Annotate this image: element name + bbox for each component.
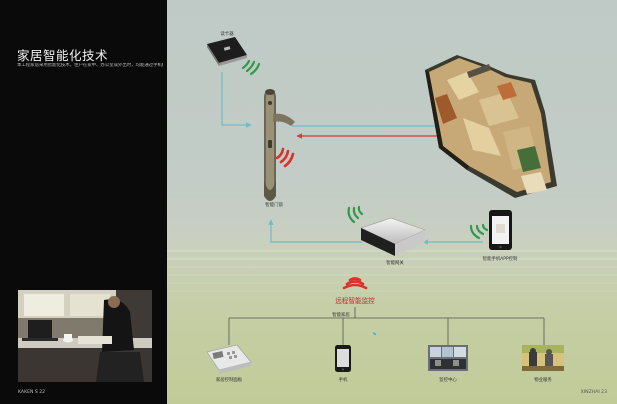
wifi-signal-icon (342, 277, 368, 290)
office-photo-illustration (18, 290, 152, 382)
smartphone-icon (335, 345, 351, 372)
phone-label: 手机 (339, 376, 348, 383)
gateway-icon (360, 217, 426, 336)
mobile-app-label: 智能手机APP控制 (483, 255, 518, 262)
surveillance-label: 监控中心 (439, 376, 457, 383)
folio-right: XINZHAI 23 (580, 390, 607, 395)
wifi-signal-icon (347, 205, 364, 224)
office-photo (18, 290, 152, 382)
left-panel: 家居智能化技术 本工程家居采用智能化技术，住户在家中、办公室或外出时，均能通过手… (0, 0, 167, 404)
smartphone-icon (489, 210, 512, 250)
wifi-signal-icon (469, 223, 489, 240)
wall-panel-label: 家居控制面板 (216, 376, 243, 383)
smart-lock-label: 智能门锁 (265, 201, 283, 208)
smart-home-diagram: 读卡器 智能门锁 (167, 30, 617, 383)
surveillance-icon (428, 345, 468, 371)
card-reader-to-lock-connector (221, 72, 252, 128)
page-subtitle: 本工程家居采用智能化技术，住户在家中、办公室或外出时，均能通过手机控制家居设备。 (17, 63, 163, 68)
bus-label: 智能家居 (332, 311, 350, 318)
gateway-to-lock-connector (268, 219, 362, 243)
property-service-icon (522, 345, 564, 371)
wifi-signal-icon (275, 147, 295, 168)
wall-panel-icon (206, 344, 252, 374)
card-reader-icon (207, 37, 247, 66)
gateway-label: 智能网关 (386, 259, 404, 266)
folio-left: KAKEN S 22 (18, 390, 46, 395)
door-handle-icon (264, 89, 295, 201)
right-panel: 读卡器 智能门锁 (167, 0, 617, 404)
background-stripes (167, 250, 617, 292)
wifi-signal-icon (241, 59, 261, 76)
page-title: 家居智能化技术 (17, 48, 109, 63)
floorplan-3d-icon (425, 55, 557, 198)
hub-label: 远程智能监控 (335, 296, 375, 305)
property-service-label: 物业服务 (534, 376, 552, 383)
card-reader-label: 读卡器 (220, 30, 234, 37)
